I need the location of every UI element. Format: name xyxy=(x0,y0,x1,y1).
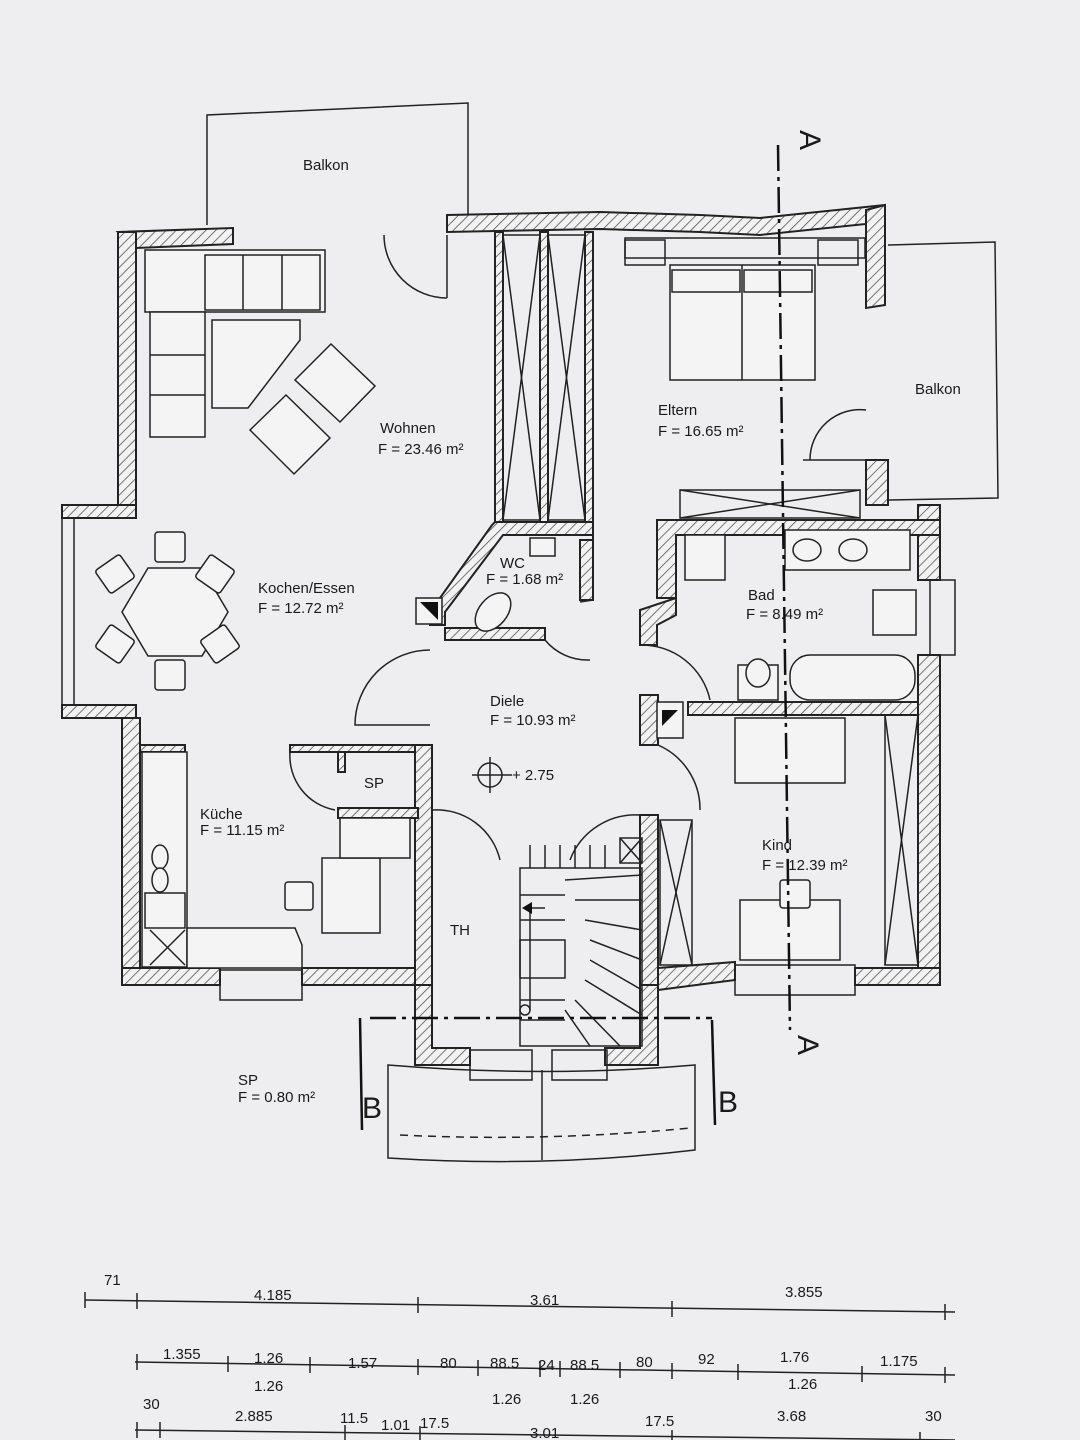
dim-row1-1: 4.185 xyxy=(254,1287,292,1304)
room-name-diele: Diele xyxy=(490,693,524,710)
room-name-wc: WC xyxy=(500,555,525,572)
dim-row2-9: 1.76 xyxy=(780,1349,809,1366)
room-name-kind: Kind xyxy=(762,837,792,854)
dim-row2-10: 1.175 xyxy=(880,1353,918,1370)
section-lines xyxy=(358,144,792,1131)
room-name-sp-outer: SP xyxy=(238,1072,258,1089)
dim-row3-2: 11.5 xyxy=(340,1410,368,1427)
room-name-sp-inner: SP xyxy=(364,775,384,792)
dim-row2-1: 1.26 xyxy=(254,1350,283,1367)
dim-row3-6: 17.5 xyxy=(645,1413,674,1430)
balcony-top xyxy=(206,102,469,225)
dim-row2-4: 88.5 xyxy=(490,1355,519,1372)
room-name-eltern: Eltern xyxy=(658,402,697,419)
room-area-bad: F = 8.49 m² xyxy=(746,606,823,623)
dim-row1-2: 3.61 xyxy=(530,1292,559,1309)
room-name-wohnen: Wohnen xyxy=(380,420,436,437)
dim-row3-7: 3.68 xyxy=(777,1408,806,1425)
section-mark-b-right: B xyxy=(718,1086,738,1119)
room-labels: Balkon Wohnen F = 23.46 m² Eltern F = 16… xyxy=(200,157,961,1106)
room-area-kueche: F = 11.15 m² xyxy=(200,822,284,839)
dim-row3-0: 30 xyxy=(143,1396,160,1413)
section-mark-a-bottom: A xyxy=(791,1035,824,1055)
dim-row3-4: 17.5 xyxy=(420,1415,449,1432)
dim-row3-3: 1.01 xyxy=(381,1417,410,1434)
dim-row3-5: 3.01 xyxy=(530,1425,559,1440)
room-name-balkon-top: Balkon xyxy=(303,157,349,174)
dim-row1-3: 3.855 xyxy=(785,1284,823,1301)
dim-row2-7: 80 xyxy=(636,1354,653,1371)
dim-row2-8: 92 xyxy=(698,1351,715,1368)
room-name-balkon-right: Balkon xyxy=(915,381,961,398)
room-area-wohnen: F = 23.46 m² xyxy=(378,441,463,458)
room-name-bad: Bad xyxy=(748,587,775,604)
room-name-kueche: Küche xyxy=(200,806,243,823)
room-area-sp-outer: F = 0.80 m² xyxy=(238,1089,315,1106)
wardrobe-shafts xyxy=(502,234,919,966)
room-name-th: TH xyxy=(450,922,470,939)
section-mark-b-left: B xyxy=(362,1092,382,1125)
exterior-walls xyxy=(61,203,956,1163)
level-marker: + 2.75 xyxy=(472,757,554,793)
dim-row1-0: 71 xyxy=(104,1272,121,1289)
dim-row3-8: 30 xyxy=(925,1408,942,1425)
dimension-lines: 71 4.185 3.61 3.855 1.355 1.26 1.57 80 8… xyxy=(84,1272,956,1440)
dim-row2-sub-1: 1.26 xyxy=(492,1391,521,1408)
room-area-kind: F = 12.39 m² xyxy=(762,857,847,874)
room-area-diele: F = 10.93 m² xyxy=(490,712,575,729)
dim-row3-1: 2.885 xyxy=(235,1408,273,1425)
dim-row2-sub-0: 1.26 xyxy=(254,1378,283,1395)
dim-row2-sub-3: 1.26 xyxy=(788,1376,817,1393)
dim-row2-6: 88.5 xyxy=(570,1357,599,1374)
dim-row2-3: 80 xyxy=(440,1355,457,1372)
dim-row2-5: 24 xyxy=(538,1357,555,1374)
level-mark: + 2.75 xyxy=(512,767,554,784)
doors xyxy=(289,234,867,861)
dim-row2-sub-2: 1.26 xyxy=(570,1391,599,1408)
furniture xyxy=(95,239,917,969)
room-area-kochen: F = 12.72 m² xyxy=(258,600,343,617)
balcony-right xyxy=(887,241,999,501)
staircase xyxy=(519,837,643,1047)
room-area-eltern: F = 16.65 m² xyxy=(658,423,743,440)
room-area-wc: F = 1.68 m² xyxy=(486,571,563,588)
dim-row2-2: 1.57 xyxy=(348,1355,377,1372)
dim-row2-0: 1.355 xyxy=(163,1346,201,1363)
room-name-kochen: Kochen/Essen xyxy=(258,580,355,597)
section-mark-a-top: A xyxy=(793,130,826,150)
interior-walls xyxy=(139,231,941,986)
